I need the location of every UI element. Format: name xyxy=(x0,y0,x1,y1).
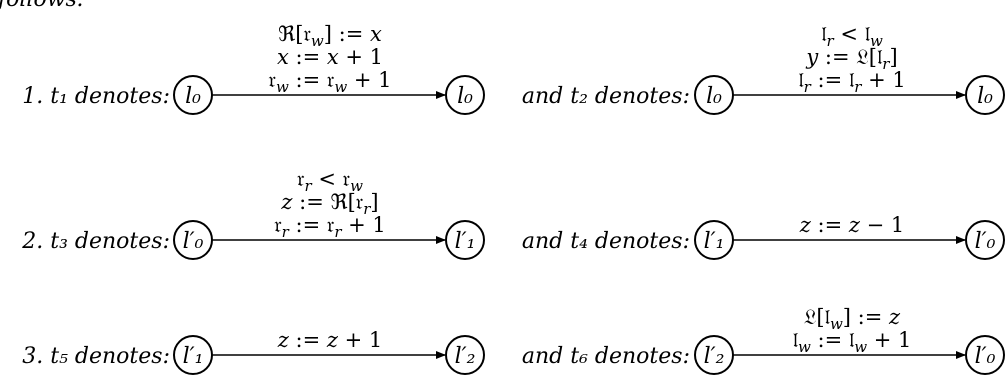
location-label-source: l₀ xyxy=(185,84,201,109)
item-number: 1. xyxy=(22,84,43,109)
location-label-target: l′₀ xyxy=(975,229,996,254)
transition-t₅: 3. t₅ denotes: l′₁ l′₂ z := z + 1 xyxy=(22,328,485,375)
location-node-target xyxy=(965,335,1005,375)
location-label-target: l′₀ xyxy=(975,344,996,369)
edge-label-line: y := 𝔏[𝔩r] xyxy=(805,45,897,73)
transition-t₂: and t₂ denotes: l₀ l₀ 𝔩r < 𝔩wy := 𝔏[𝔩r]𝔩r :… xyxy=(522,22,1005,115)
edge-label-line: z := z + 1 xyxy=(277,328,383,352)
transition-name: t₁ xyxy=(50,84,68,109)
edge-label-line: 𝔯r < 𝔯w xyxy=(297,167,363,195)
transition-name: t₅ xyxy=(50,344,68,369)
edge-label-line: 𝔏[𝔩w] := z xyxy=(804,305,901,333)
edge-label-line: 𝔯r := 𝔯r + 1 xyxy=(274,213,386,241)
transition-caption: and t₆ denotes: xyxy=(522,344,690,369)
transition-name: t₃ xyxy=(50,229,68,254)
transition-caption: 1. t₁ denotes: xyxy=(22,84,170,109)
transition-name: t₄ xyxy=(570,229,588,254)
edge-label-line: x := x + 1 xyxy=(277,45,383,69)
transition-t₁: 1. t₁ denotes: l₀ l₀ ℜ[𝔯w] := xx := x + 1𝔯w… xyxy=(22,22,485,115)
transition-t₃: 2. t₃ denotes: l′₀ l′₁ 𝔯r < 𝔯wz := ℜ[𝔯r]𝔯r … xyxy=(21,167,485,260)
transition-caption: and t₂ denotes: xyxy=(522,84,690,109)
location-label-source: l′₀ xyxy=(183,229,204,254)
caption-prefix: and xyxy=(522,344,563,369)
denotes-word: denotes: xyxy=(75,84,170,109)
caption-prefix: and xyxy=(522,229,563,254)
denotes-word: denotes: xyxy=(75,344,170,369)
header-fragment: follows: xyxy=(0,0,84,12)
location-node-target xyxy=(445,335,485,375)
denotes-word: denotes: xyxy=(595,344,690,369)
location-node-target xyxy=(445,220,485,260)
edge-label-line: z := z − 1 xyxy=(799,213,905,237)
denotes-word: denotes: xyxy=(75,229,170,254)
location-label-source: l′₁ xyxy=(183,344,204,369)
edge-label-line: 𝔯w := 𝔯w + 1 xyxy=(269,68,392,96)
transition-caption: and t₄ denotes: xyxy=(522,229,690,254)
edge-label-line: z := ℜ[𝔯r] xyxy=(280,190,378,218)
edge-label-line: 𝔩r < 𝔩w xyxy=(821,22,883,50)
edge-label-line: 𝔩w := 𝔩w + 1 xyxy=(793,328,912,356)
item-number: 2. xyxy=(21,229,43,254)
location-label-source: l′₁ xyxy=(704,229,725,254)
transition-t₄: and t₄ denotes: l′₁ l′₀ z := z − 1 xyxy=(522,213,1005,260)
item-number: 3. xyxy=(22,344,43,369)
transition-caption: 3. t₅ denotes: xyxy=(22,344,170,369)
location-label-target: l′₁ xyxy=(455,229,476,254)
location-node-target xyxy=(965,220,1005,260)
location-label-source: l₀ xyxy=(706,84,722,109)
transition-caption: 2. t₃ denotes: xyxy=(21,229,170,254)
location-label-target: l₀ xyxy=(457,84,473,109)
edge-label-line: 𝔩r := 𝔩r + 1 xyxy=(798,68,905,96)
location-label-source: l′₂ xyxy=(704,344,725,369)
caption-prefix: and xyxy=(522,84,563,109)
transition-t₆: and t₆ denotes: l′₂ l′₀ 𝔏[𝔩w] := z𝔩w := 𝔩w … xyxy=(522,305,1005,375)
location-node-target xyxy=(445,75,485,115)
denotes-word: denotes: xyxy=(595,229,690,254)
denotes-word: denotes: xyxy=(595,84,690,109)
transition-name: t₂ xyxy=(570,84,588,109)
transition-name: t₆ xyxy=(570,344,588,369)
location-label-target: l′₂ xyxy=(455,344,476,369)
location-node-target xyxy=(965,75,1005,115)
location-label-target: l₀ xyxy=(977,84,993,109)
edge-label-line: ℜ[𝔯w] := x xyxy=(278,22,382,50)
